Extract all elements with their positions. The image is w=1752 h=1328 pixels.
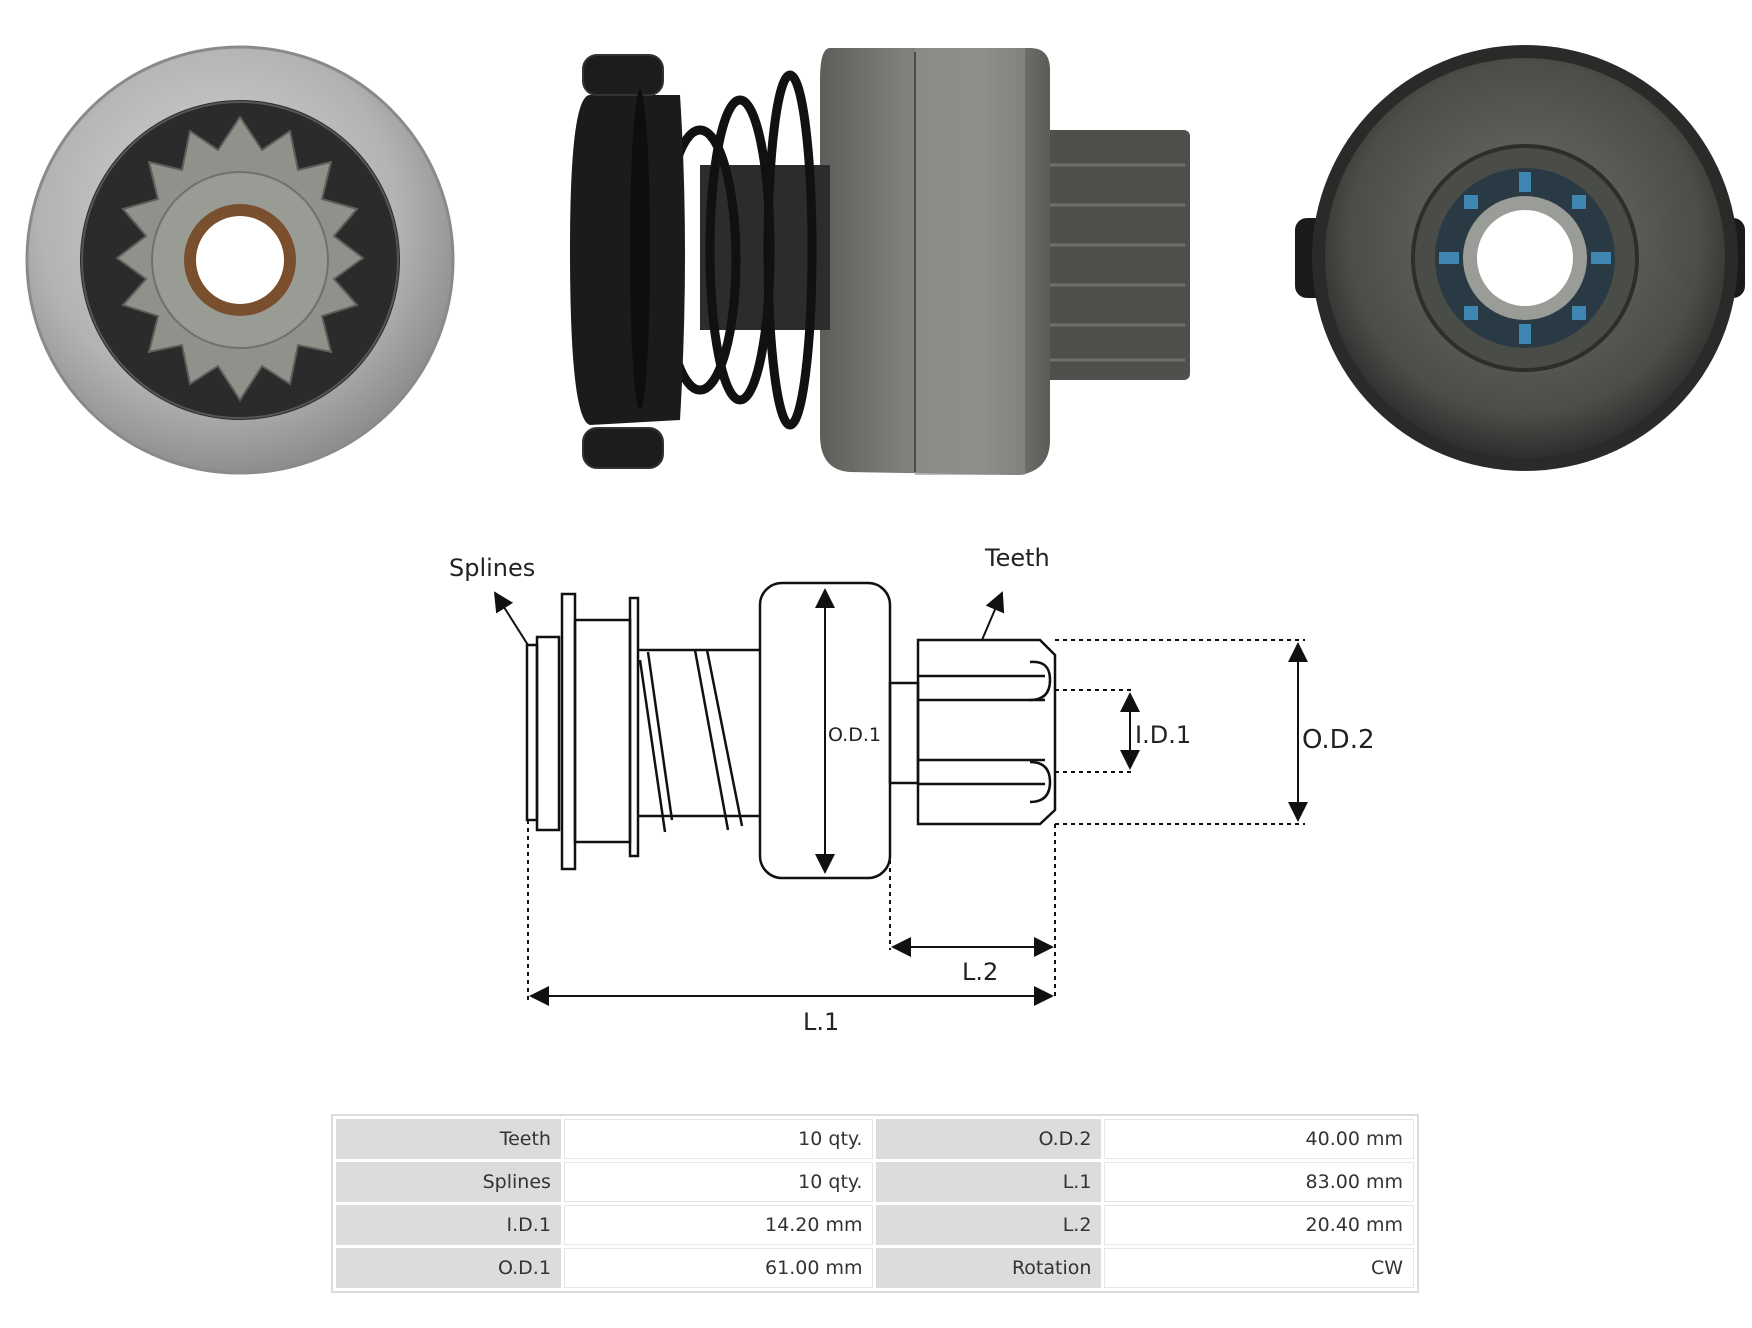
- splines-label: Splines: [449, 554, 535, 582]
- spec-value: 10 qty.: [563, 1162, 874, 1202]
- od1-label: O.D.1: [828, 724, 881, 746]
- spec-value: 83.00 mm: [1104, 1162, 1414, 1202]
- spec-label: Teeth: [336, 1119, 561, 1159]
- spec-label: L.2: [876, 1205, 1102, 1245]
- spec-label: I.D.1: [336, 1205, 561, 1245]
- table-row: O.D.1 61.00 mm Rotation CW: [336, 1248, 1414, 1288]
- splines-rim: [525, 643, 539, 822]
- teeth-label: Teeth: [984, 544, 1050, 572]
- l1-label: L.1: [803, 1008, 839, 1036]
- spec-label: O.D.1: [336, 1248, 561, 1288]
- spec-value: CW: [1104, 1248, 1414, 1288]
- spec-value: 61.00 mm: [563, 1248, 874, 1288]
- table-row: Teeth 10 qty. O.D.2 40.00 mm: [336, 1119, 1414, 1159]
- photo-front-view: [25, 45, 455, 475]
- table-row: I.D.1 14.20 mm L.2 20.40 mm: [336, 1205, 1414, 1245]
- photo-side-view: [570, 48, 1190, 475]
- spec-value: 10 qty.: [563, 1119, 874, 1159]
- technical-diagram: Splines Teeth O.D.1 O.D.2 I.D.1 L.2 L.1: [449, 544, 1375, 1036]
- spec-label: L.1: [876, 1162, 1102, 1202]
- spec-label: Splines: [336, 1162, 561, 1202]
- l2-label: L.2: [962, 958, 998, 986]
- splines-end: [535, 635, 561, 832]
- spring-coil: [638, 651, 674, 833]
- pinion: [916, 638, 1057, 826]
- table-row: Splines 10 qty. L.1 83.00 mm: [336, 1162, 1414, 1202]
- od2-label: O.D.2: [1302, 725, 1375, 755]
- product-photos: [25, 45, 1745, 475]
- photo-rear-view: [1295, 45, 1745, 471]
- id1-label: I.D.1: [1135, 721, 1191, 749]
- spec-label: Rotation: [876, 1248, 1102, 1288]
- spec-value: 14.20 mm: [563, 1205, 874, 1245]
- splines-pointer: [493, 591, 529, 646]
- spec-value: 40.00 mm: [1104, 1119, 1414, 1159]
- spring-coil: [693, 649, 744, 831]
- teeth-pointer: [981, 591, 1005, 641]
- spec-label: O.D.2: [876, 1119, 1102, 1159]
- front-flange: [560, 592, 577, 871]
- spec-value: 20.40 mm: [1104, 1205, 1414, 1245]
- spec-table: Teeth 10 qty. O.D.2 40.00 mm Splines 10 …: [331, 1114, 1419, 1293]
